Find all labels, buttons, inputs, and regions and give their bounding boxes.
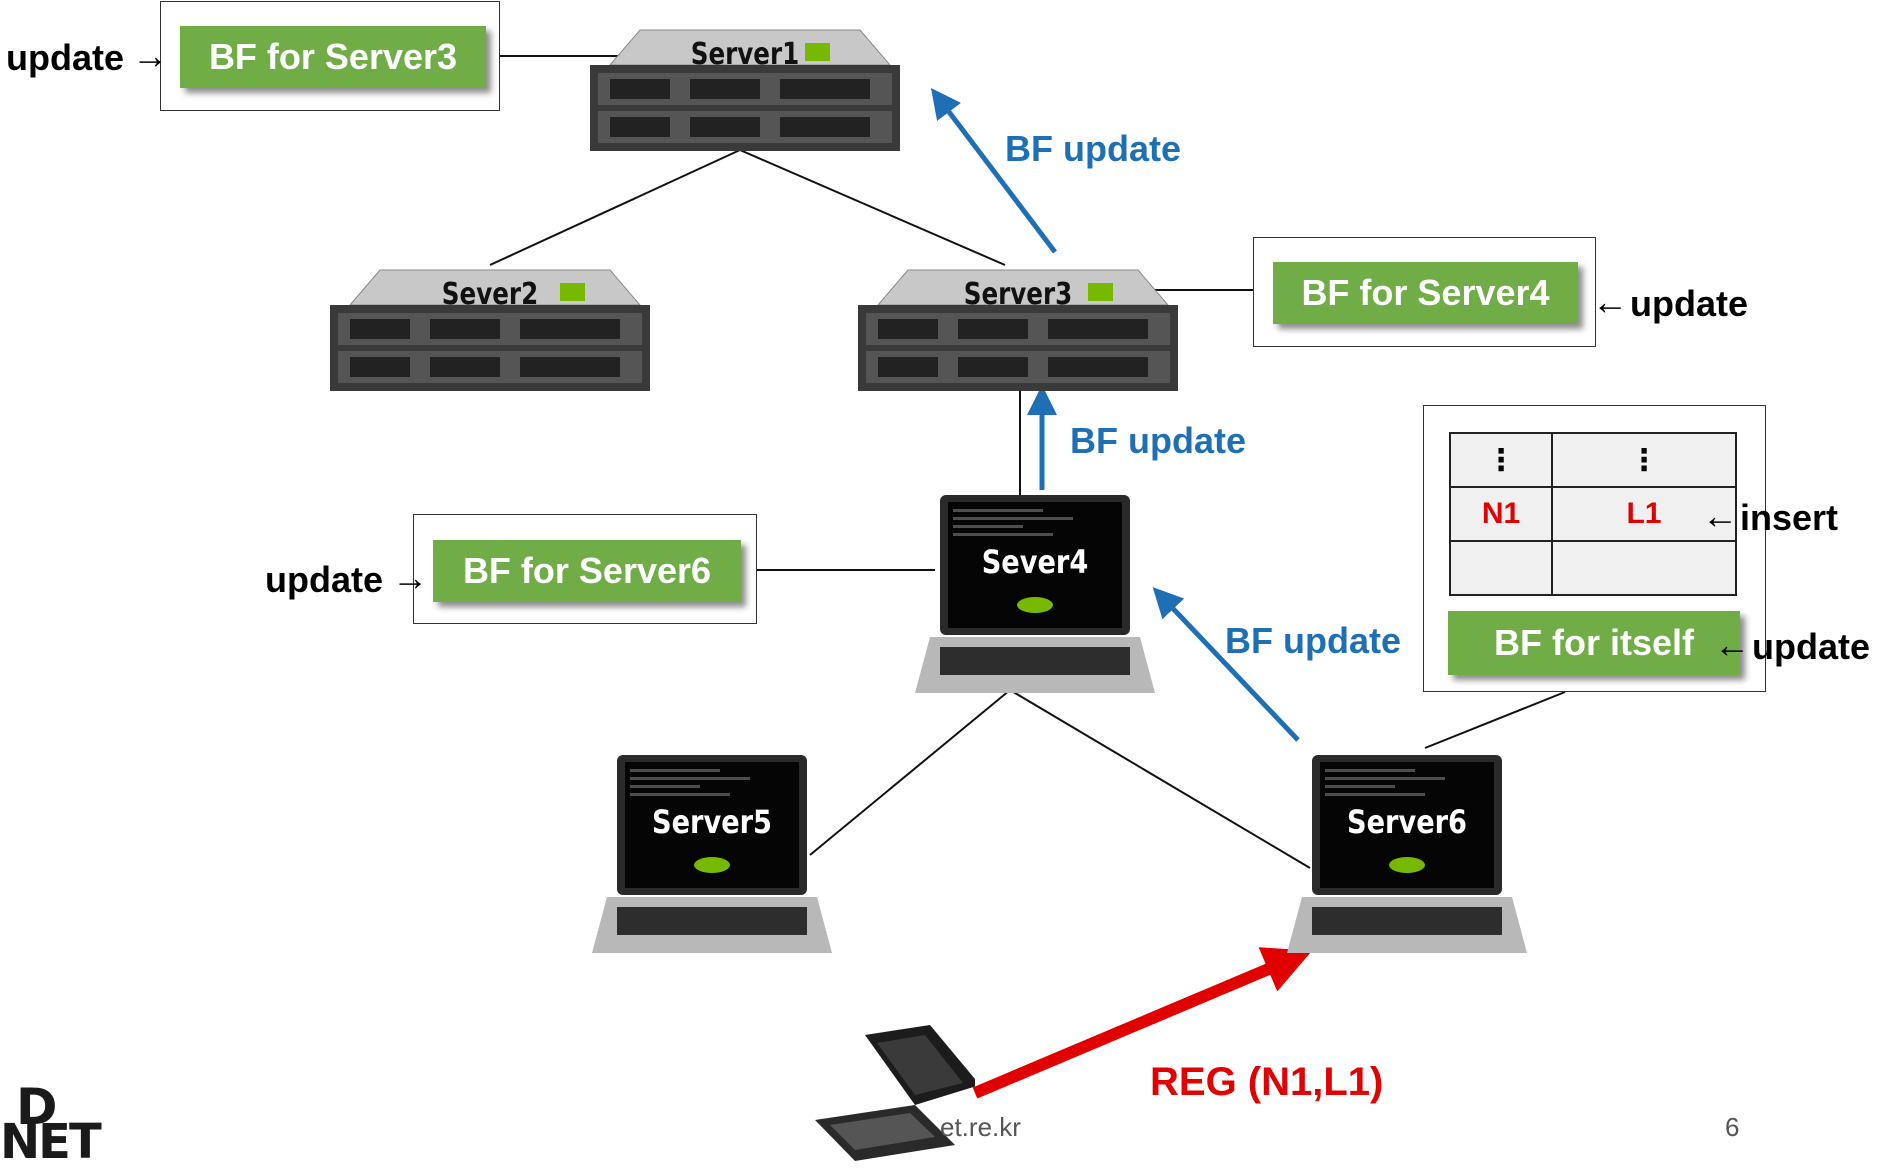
bf-server3-box: BF for Server3 <box>180 26 486 88</box>
server4-label: Sever4 <box>981 543 1089 581</box>
laptop-icon <box>915 495 1155 693</box>
registration-table: ⋮ ⋮ N1 L1 <box>1449 432 1737 596</box>
client-laptop-icon <box>815 1025 980 1161</box>
logo-top: D <box>16 1078 58 1136</box>
logo-bottom: NET <box>0 1114 102 1170</box>
server2-label: Sever2 <box>441 277 539 312</box>
server4: Sever4 <box>915 495 1155 695</box>
empty-cell <box>1551 540 1737 596</box>
arrow-left-icon: ← <box>1592 281 1628 322</box>
bf-update-arrow-1 <box>930 88 1057 254</box>
connector-server6-table <box>1424 691 1566 749</box>
server1: Server1 <box>590 25 900 151</box>
update-label-4: update <box>1752 626 1871 667</box>
bf-update-label-3: BF update <box>1225 620 1401 661</box>
link-server4-server6 <box>1009 689 1311 869</box>
link-server4-server5 <box>809 689 1011 856</box>
server6: Server6 <box>1287 755 1527 955</box>
table-row: ⋮ ⋮ <box>1449 432 1737 488</box>
rack-server-icon <box>330 269 650 391</box>
reg-arrow <box>972 947 1313 1099</box>
arrow-left-icon: ← <box>1714 624 1750 665</box>
laptop-icon <box>592 755 832 953</box>
bf-update-arrow-3 <box>1152 587 1300 742</box>
logo: D NET <box>0 1078 110 1170</box>
arrow-left-icon: ← <box>1702 495 1738 536</box>
update-label-1: update <box>6 37 125 78</box>
server6-label: Server6 <box>1347 803 1467 841</box>
update-label-2: update <box>1630 283 1749 324</box>
laptop-icon <box>1287 755 1527 953</box>
server3-label: Server3 <box>963 277 1073 312</box>
table-row: N1 L1 <box>1449 486 1737 542</box>
footer-url: et.re.kr <box>940 1112 1021 1142</box>
dots-cell: ⋮ <box>1551 432 1737 488</box>
client-device <box>815 1025 980 1161</box>
link-server1-server2 <box>489 149 741 266</box>
server3: Server3 <box>858 265 1178 391</box>
dots-cell: ⋮ <box>1449 432 1553 488</box>
bf-server4-box: BF for Server4 <box>1273 262 1578 324</box>
server5: Server5 <box>592 755 832 955</box>
arrow-right-icon: → <box>132 35 168 76</box>
empty-cell <box>1449 540 1553 596</box>
bf-itself-box: BF for itself <box>1448 611 1740 675</box>
bf-update-label-2: BF update <box>1070 420 1246 461</box>
page-number: 6 <box>1725 1112 1740 1142</box>
reg-label: REG (N1,L1) <box>1150 1060 1384 1104</box>
server2: Sever2 <box>330 265 650 391</box>
rack-server-icon <box>590 29 900 151</box>
bf-update-label-1: BF update <box>1005 128 1181 169</box>
server1-label: Server1 <box>690 37 800 72</box>
rack-server-icon <box>858 269 1178 391</box>
insert-label: insert <box>1740 497 1839 538</box>
bf-server6-box: BF for Server6 <box>433 540 741 602</box>
arrow-right-icon: → <box>392 557 428 598</box>
server5-label: Server5 <box>652 803 772 841</box>
l1-cell: L1 <box>1551 486 1737 542</box>
table-row <box>1449 540 1737 596</box>
n1-cell: N1 <box>1449 486 1553 542</box>
link-server1-server3 <box>739 149 1006 266</box>
update-label-3: update <box>265 559 384 600</box>
